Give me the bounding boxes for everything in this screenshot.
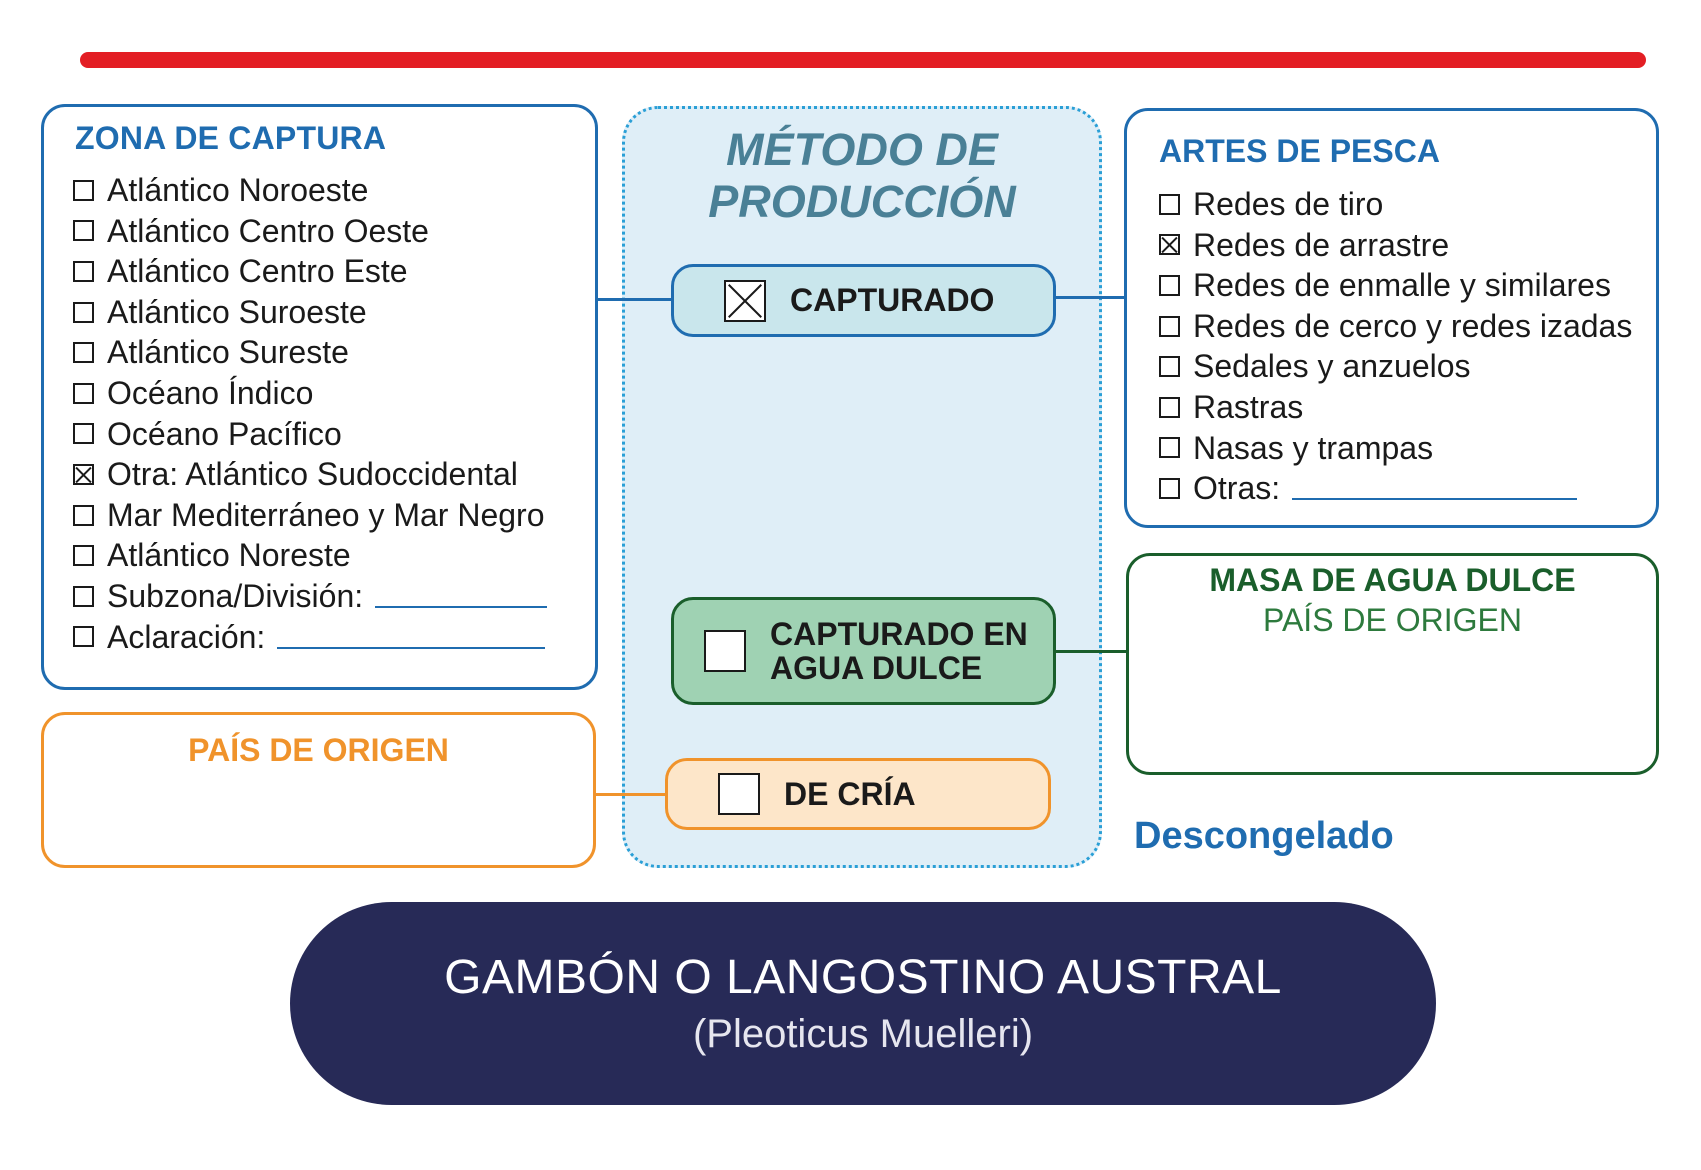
artes-item[interactable]: Otras: <box>1159 468 1632 509</box>
checkbox[interactable] <box>73 220 94 242</box>
artes-pesca-title: ARTES DE PESCA <box>1159 133 1440 169</box>
otras-blank-field[interactable] <box>1292 476 1578 501</box>
zona-item-label: Subzona/División: <box>107 577 364 614</box>
metodo-title-line2: PRODUCCIÓN <box>708 176 1016 227</box>
zona-item-label: Atlántico Sureste <box>107 334 349 371</box>
zona-item[interactable]: Otra: Atlántico Sudoccidental <box>73 454 547 495</box>
zona-item-label: Océano Pacífico <box>107 415 342 452</box>
artes-item[interactable]: Rastras <box>1159 387 1632 428</box>
zona-item[interactable]: Atlántico Centro Este <box>73 251 547 292</box>
artes-item-label: Redes de cerco y redes izadas <box>1193 307 1633 344</box>
zona-item[interactable]: Océano Pacífico <box>73 414 547 455</box>
pais-origen-title: PAÍS DE ORIGEN <box>188 732 449 768</box>
checkbox[interactable] <box>1159 396 1180 418</box>
artes-item[interactable]: Redes de cerco y redes izadas <box>1159 306 1632 347</box>
connector-zona-capturado <box>598 298 671 301</box>
option-de-cria[interactable]: DE CRÍA <box>665 758 1051 830</box>
zona-captura-list: Atlántico Noroeste Atlántico Centro Oest… <box>73 170 548 658</box>
zona-item[interactable]: Atlántico Noreste <box>73 535 547 576</box>
checkbox[interactable] <box>73 301 94 323</box>
artes-item-label: Nasas y trampas <box>1193 429 1434 466</box>
artes-item[interactable]: Sedales y anzuelos <box>1159 346 1632 387</box>
zona-item-label: Aclaración: <box>107 618 266 655</box>
product-name: GAMBÓN O LANGOSTINO AUSTRAL <box>444 951 1282 1004</box>
zona-captura-panel <box>41 104 598 690</box>
artes-item-label: Redes de enmalle y similares <box>1193 267 1611 304</box>
product-scientific-name: (Pleoticus Muelleri) <box>692 1012 1034 1056</box>
artes-pesca-list: Redes de tiro Redes de arrastre Redes de… <box>1159 184 1632 509</box>
checkbox-checked[interactable] <box>1159 234 1180 256</box>
checkbox[interactable] <box>718 773 760 815</box>
artes-item[interactable]: Redes de enmalle y similares <box>1159 265 1632 306</box>
masa-agua-dulce-subtitle: PAÍS DE ORIGEN <box>1262 602 1522 638</box>
checkbox[interactable] <box>1159 437 1180 459</box>
connector-aguadulce-masa <box>1056 650 1126 653</box>
checkbox[interactable] <box>73 585 94 607</box>
checkbox[interactable] <box>73 382 94 404</box>
metodo-produccion-title: MÉTODO DE PRODUCCIÓN <box>622 124 1102 228</box>
zona-item-label: Atlántico Centro Este <box>107 253 408 290</box>
artes-item-label: Rastras <box>1193 388 1304 425</box>
artes-item-label: Otras: <box>1193 470 1281 507</box>
checkbox[interactable] <box>73 260 94 282</box>
checkbox[interactable] <box>704 630 746 672</box>
pais-origen-panel <box>41 712 596 868</box>
zona-item-label: Atlántico Noreste <box>107 537 351 574</box>
checkbox[interactable] <box>1159 356 1180 378</box>
zona-item[interactable]: Atlántico Noroeste <box>73 170 547 211</box>
option-capturado-agua-dulce[interactable]: CAPTURADO EN AGUA DULCE <box>671 597 1056 705</box>
zona-item-label: Océano Índico <box>107 374 314 411</box>
zona-item[interactable]: Atlántico Suroeste <box>73 292 547 333</box>
connector-pais-cria <box>596 793 665 796</box>
zona-item[interactable]: Atlántico Centro Oeste <box>73 211 547 252</box>
artes-item-label: Sedales y anzuelos <box>1193 348 1471 385</box>
checkbox[interactable] <box>73 342 94 364</box>
option-agua-dulce-line2: AGUA DULCE <box>770 650 983 686</box>
option-agua-dulce-line1: CAPTURADO EN <box>770 616 1028 652</box>
artes-item[interactable]: Redes de tiro <box>1159 184 1632 225</box>
checkbox[interactable] <box>73 179 94 201</box>
zona-item-label: Atlántico Suroeste <box>107 293 367 330</box>
artes-item[interactable]: Redes de arrastre <box>1159 225 1632 266</box>
zona-item[interactable]: Mar Mediterráneo y Mar Negro <box>73 495 547 536</box>
zona-item-label: Atlántico Noroeste <box>107 172 369 208</box>
zona-item[interactable]: Subzona/División: <box>73 576 548 617</box>
artes-pesca-panel <box>1124 108 1659 528</box>
subzona-blank-field[interactable] <box>375 584 548 609</box>
option-cria-label: DE CRÍA <box>784 775 916 812</box>
masa-agua-dulce-title: MASA DE AGUA DULCE <box>1209 562 1576 598</box>
checkbox-checked[interactable] <box>724 279 766 322</box>
checkbox-checked[interactable] <box>73 463 94 485</box>
option-agua-dulce-label: CAPTURADO EN AGUA DULCE <box>770 617 1028 685</box>
connector-capturado-artes <box>1056 296 1126 299</box>
zona-captura-title: ZONA DE CAPTURA <box>75 120 387 156</box>
metodo-title-line1: MÉTODO DE <box>726 124 998 175</box>
checkbox[interactable] <box>1159 315 1180 337</box>
aclaracion-blank-field[interactable] <box>277 625 546 649</box>
top-accent-bar <box>80 52 1646 68</box>
zona-item[interactable]: Aclaración: <box>73 617 547 658</box>
checkbox[interactable] <box>73 545 94 567</box>
checkbox[interactable] <box>73 504 94 526</box>
zona-item-label: Otra: Atlántico Sudoccidental <box>107 456 518 493</box>
zona-item[interactable]: Atlántico Sureste <box>73 332 547 373</box>
checkbox[interactable] <box>1159 477 1180 499</box>
checkbox[interactable] <box>1159 193 1180 215</box>
artes-item-label: Redes de arrastre <box>1193 226 1450 263</box>
zona-item[interactable]: Océano Índico <box>73 373 547 414</box>
artes-item-label: Redes de tiro <box>1193 186 1384 222</box>
product-banner: GAMBÓN O LANGOSTINO AUSTRAL (Pleoticus M… <box>290 902 1436 1105</box>
estado-label: Descongelado <box>1134 815 1394 857</box>
metodo-produccion-panel <box>622 106 1102 868</box>
checkbox[interactable] <box>73 626 94 648</box>
checkbox[interactable] <box>1159 274 1180 296</box>
zona-item-label: Mar Mediterráneo y Mar Negro <box>107 496 545 533</box>
checkbox[interactable] <box>73 423 94 445</box>
artes-item[interactable]: Nasas y trampas <box>1159 428 1632 469</box>
option-capturado[interactable]: CAPTURADO <box>671 264 1056 337</box>
option-capturado-label: CAPTURADO <box>790 282 995 318</box>
masa-agua-dulce-panel <box>1126 553 1659 775</box>
zona-item-label: Atlántico Centro Oeste <box>107 212 429 249</box>
